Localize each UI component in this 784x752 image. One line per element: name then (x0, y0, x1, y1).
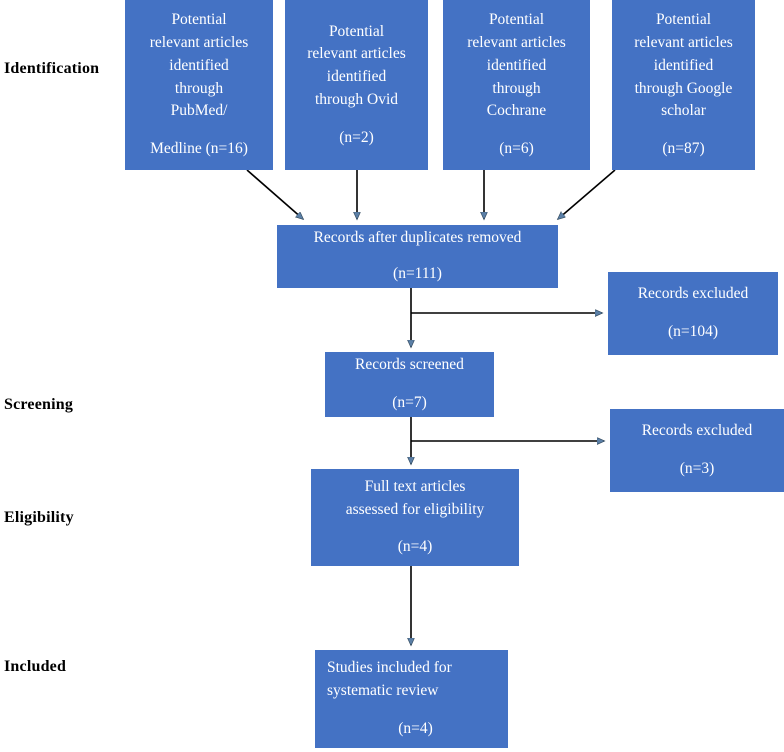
source-ovid-count: (n=2) (339, 128, 374, 146)
node-source-pubmed: Potential relevant articles identified t… (125, 0, 273, 170)
source-google-line-4: through Google (634, 79, 733, 97)
stage-label-screening: Screening (4, 396, 74, 413)
node-source-google-scholar: Potential relevant articles identified t… (612, 0, 755, 170)
node-records-excluded-104: Records excluded (n=104) (608, 272, 778, 355)
node-studies-included: Studies included for systematic review (… (315, 650, 508, 748)
studies-included-count: (n=4) (398, 719, 433, 737)
source-cochrane-line-4: through (492, 79, 541, 97)
node-source-cochrane: Potential relevant articles identified t… (443, 0, 590, 170)
node-source-ovid: Potential relevant articles identified t… (285, 0, 428, 170)
full-text-count: (n=4) (397, 538, 433, 556)
node-records-excluded-3: Records excluded (n=3) (610, 409, 784, 492)
source-cochrane-count: (n=6) (499, 139, 534, 157)
node-full-text-assessed: Full text articles assessed for eligibil… (311, 469, 519, 566)
records-excluded-3-line-1: Records excluded (641, 422, 753, 440)
source-google-line-5: scholar (661, 102, 706, 120)
stage-label-eligibility: Eligibility (4, 509, 74, 526)
edge-google-to-duplicates (558, 169, 616, 219)
records-excluded-104-count: (n=104) (667, 322, 719, 340)
node-records-screened: Records screened (n=7) (325, 352, 494, 417)
full-text-line-1: Full text articles (364, 477, 466, 495)
source-google-line-3: identified (653, 56, 714, 74)
source-pubmed-line-3: identified (169, 56, 229, 74)
records-screened-count: (n=7) (392, 393, 427, 411)
records-excluded-3-count: (n=3) (679, 459, 715, 477)
source-pubmed-line-1: Potential (171, 11, 227, 29)
source-ovid-line-1: Potential (328, 22, 385, 40)
source-ovid-line-4: through Ovid (314, 91, 399, 109)
stage-label-identification: Identification (4, 60, 100, 77)
source-pubmed-line-4: through (174, 79, 224, 97)
source-ovid-line-3: identified (326, 68, 387, 86)
records-screened-line-1: Records screened (355, 356, 464, 374)
stage-label-included: Included (4, 658, 67, 675)
studies-included-line-1: Studies included for (327, 659, 452, 677)
source-ovid-line-2: relevant articles (307, 45, 406, 63)
records-excluded-104-line-1: Records excluded (637, 285, 749, 303)
source-cochrane-line-2: relevant articles (467, 34, 566, 52)
edge-pubmed-to-duplicates (246, 169, 303, 219)
node-records-after-duplicates-removed: Records after duplicates removed (n=111) (277, 225, 558, 288)
source-pubmed-count: Medline (n=16) (150, 139, 248, 157)
full-text-line-2: assessed for eligibility (345, 500, 485, 518)
studies-included-line-2: systematic review (327, 682, 439, 700)
source-google-line-2: relevant articles (634, 34, 733, 52)
source-cochrane-line-5: Cochrane (486, 102, 547, 120)
source-pubmed-line-5: PubMed/ (170, 102, 228, 120)
source-cochrane-line-1: Potential (488, 11, 545, 29)
source-cochrane-line-3: identified (486, 56, 547, 74)
source-google-line-1: Potential (655, 11, 712, 29)
duplicates-removed-count: (n=111) (393, 265, 442, 283)
source-pubmed-line-2: relevant articles (149, 34, 249, 52)
source-google-count: (n=87) (662, 139, 705, 157)
duplicates-removed-line-1: Records after duplicates removed (313, 229, 522, 246)
